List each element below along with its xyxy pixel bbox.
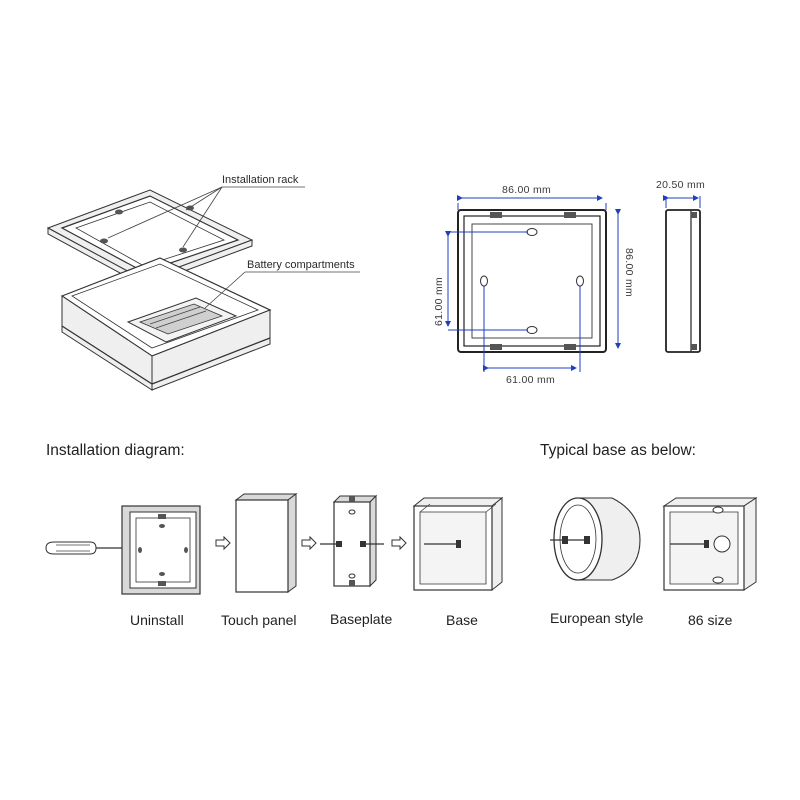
label-battery-compartments: Battery compartments: [247, 259, 355, 271]
dim-hole-vertical: 61.00 mm: [433, 277, 445, 326]
caption-european-style: European style: [550, 610, 644, 626]
caption-touch-panel: Touch panel: [221, 612, 297, 628]
typical-base-heading: Typical base as below:: [540, 442, 696, 459]
base-drawing: [412, 496, 504, 592]
size-86-base-drawing: [662, 497, 758, 591]
installation-rack-drawing: [46, 189, 254, 287]
european-style-base-drawing: [550, 497, 641, 581]
dim-front-width: 86.00 mm: [502, 184, 551, 196]
installation-diagram-heading: Installation diagram:: [46, 442, 185, 459]
dim-side-depth: 20.50 mm: [656, 179, 705, 191]
baseplate-drawing: [320, 494, 384, 588]
isometric-exploded-view: Installation rack Battery compartments: [46, 174, 360, 391]
front-dimension-view: 86.00 mm 86.00 mm 61.00 mm 61.00 mm: [433, 184, 635, 386]
base-box-drawing: [60, 257, 272, 391]
caption-86-size: 86 size: [688, 612, 733, 628]
caption-base: Base: [446, 612, 478, 628]
side-dimension-view: 20.50 mm: [656, 179, 705, 353]
dim-front-height: 86.00 mm: [623, 248, 635, 297]
touch-panel-drawing: [234, 493, 298, 593]
uninstall-drawing: [45, 505, 201, 595]
label-installation-rack: Installation rack: [222, 174, 299, 186]
caption-baseplate: Baseplate: [330, 611, 392, 627]
caption-uninstall: Uninstall: [130, 612, 184, 628]
dim-hole-horizontal: 61.00 mm: [506, 374, 555, 386]
